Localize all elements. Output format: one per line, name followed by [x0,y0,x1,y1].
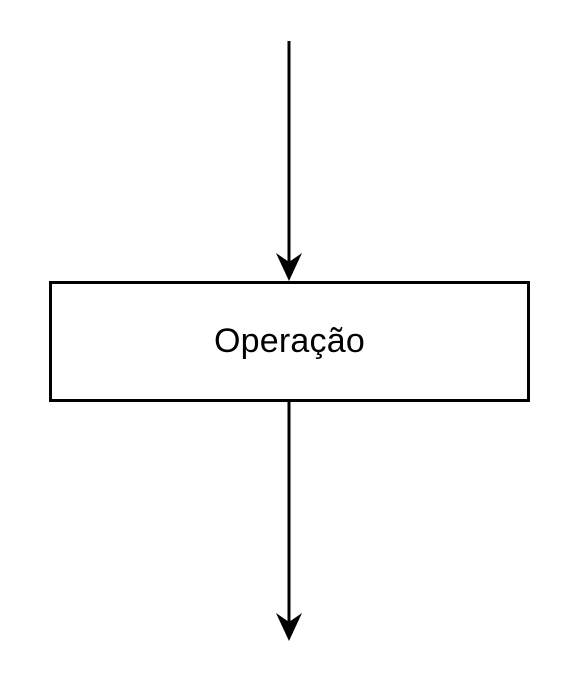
outgoing-arrow [276,402,302,641]
outgoing-arrowhead-icon [276,613,302,641]
incoming-arrowhead-icon [276,253,302,281]
operation-node: Operação [49,281,530,402]
incoming-arrow [276,41,302,281]
operation-node-label: Operação [214,322,365,360]
